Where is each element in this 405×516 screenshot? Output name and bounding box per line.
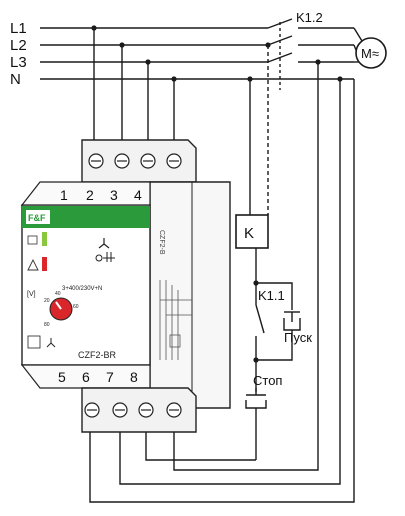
terminal-7: 7 — [106, 369, 114, 385]
warning-icon — [27, 258, 39, 271]
top-terminal-numbers: 1 2 3 4 — [60, 187, 142, 203]
dial-tick-20: 20 — [44, 298, 50, 304]
rating-label: 3+400/230V+N — [62, 286, 102, 292]
terminal-4: 4 — [134, 187, 142, 203]
phase-symbol-small-icon — [46, 338, 56, 348]
label-n: N — [10, 71, 21, 88]
dial-tick-60: 60 — [73, 304, 79, 310]
terminal-6: 6 — [82, 369, 90, 385]
bottom-terminals[interactable] — [84, 402, 182, 418]
phase-symbol-icon — [98, 238, 110, 249]
stop-button-label: Стоп — [253, 373, 282, 388]
line-labels: L1 L2 L3 N — [10, 20, 27, 88]
aux-contact-label: K1.1 — [258, 288, 285, 303]
contact-icon — [27, 335, 41, 349]
control-wires — [89, 45, 355, 503]
dial-unit: [V] — [27, 291, 36, 298]
label-l1: L1 — [10, 20, 27, 37]
terminal-8: 8 — [130, 369, 138, 385]
motor: M≈ — [353, 27, 387, 69]
start-button-label: Пуск — [284, 330, 312, 345]
coil-label: K — [244, 225, 254, 242]
label-l3: L3 — [10, 54, 27, 71]
contactor-main-label: K1.2 — [296, 10, 323, 25]
top-terminals[interactable] — [88, 153, 182, 169]
led-red — [42, 257, 47, 271]
dial-tick-40: 40 — [55, 291, 61, 297]
contactor-coil: K — [235, 214, 269, 249]
phase-sequence-icon — [95, 252, 115, 262]
terminal-5: 5 — [58, 369, 66, 385]
dial-tick-80: 80 — [44, 322, 50, 328]
bottom-terminal-numbers: 5 6 7 8 — [58, 369, 138, 385]
terminal-2: 2 — [86, 187, 94, 203]
internal-circuit — [159, 280, 192, 360]
model-label: CZF2-BR — [78, 350, 117, 360]
label-l2: L2 — [10, 37, 27, 54]
contactor-main-contacts — [267, 18, 293, 90]
brand-logo: F&F — [28, 213, 46, 223]
relay-supply-drops — [93, 28, 175, 152]
led-green — [42, 232, 47, 246]
terminal-3: 3 — [110, 187, 118, 203]
side-model-label: CZF2-B — [158, 230, 165, 255]
relay-device: F&F [V] 3+400/230V+N 20 40 60 80 — [20, 139, 231, 433]
motor-label: M≈ — [361, 46, 379, 61]
supply-lines — [40, 27, 354, 80]
led-power-icon — [27, 235, 38, 245]
terminal-1: 1 — [60, 187, 68, 203]
